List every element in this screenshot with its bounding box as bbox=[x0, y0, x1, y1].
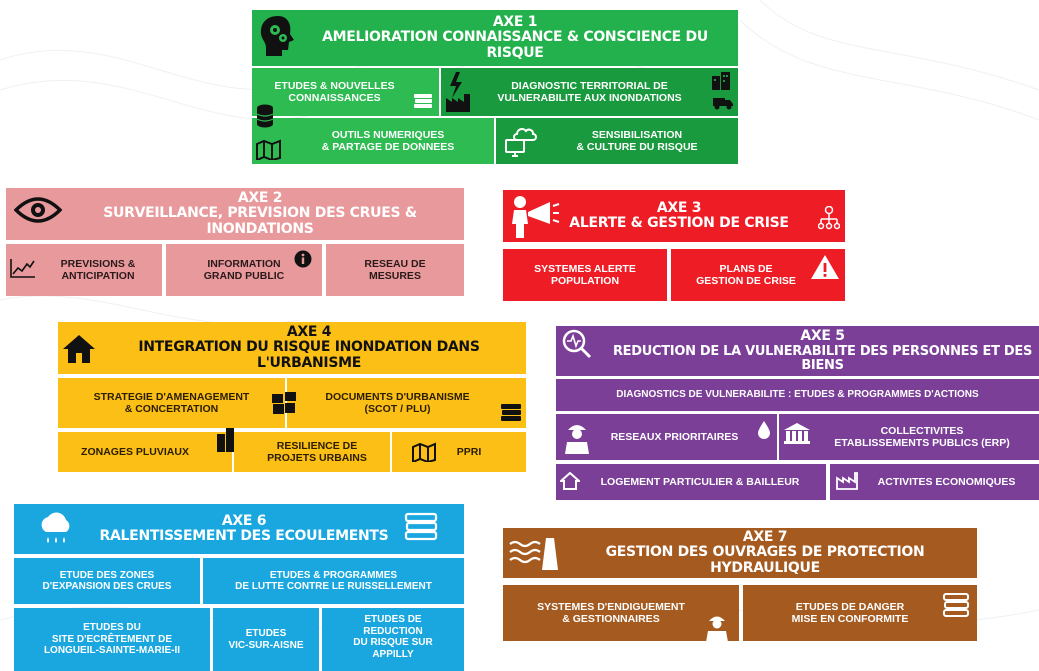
stack-books-icon bbox=[943, 593, 969, 617]
axe1-item-etudes: ETUDES & NOUVELLES CONNAISSANCES bbox=[252, 68, 439, 116]
water-drop-icon bbox=[758, 421, 770, 439]
axe3-header: AXE 3 ALERTE & GESTION DE CRISE bbox=[503, 190, 845, 242]
computer-cloud-icon bbox=[505, 128, 537, 157]
axe1-header: AXE 1 AMELIORATION CONNAISSANCE & CONSCI… bbox=[252, 10, 738, 66]
axe6-title: AXE 6 bbox=[221, 512, 267, 529]
house-icon bbox=[63, 335, 95, 363]
axe7-title: AXE 7 bbox=[742, 529, 788, 546]
axe1-subtitle: AMELIORATION CONNAISSANCE & CONSCIENCE D… bbox=[322, 29, 708, 61]
axe2-title: AXE 2 bbox=[237, 190, 283, 207]
axe6-item-appilly: ETUDES DE REDUCTION DU RISQUE SUR APPILL… bbox=[322, 608, 464, 671]
factory-lightning-icon bbox=[446, 72, 470, 112]
axe7-item-endiguement: SYSTEMES D'ENDIGUEMENT & GESTIONNAIRES bbox=[503, 585, 739, 641]
axe4-item-ppri: PPRI bbox=[392, 432, 526, 472]
axe1-item-sensibilisation: SENSIBILISATION & CULTURE DU RISQUE bbox=[496, 118, 738, 164]
axe5-item-diagnostics: DIAGNOSTICS DE VULNERABILITE : ETUDES & … bbox=[556, 379, 1039, 411]
megaphone-person-icon bbox=[512, 196, 560, 238]
worker-icon bbox=[565, 425, 589, 454]
axe4-item-documents: DOCUMENTS D'URBANISME (SCOT / PLU) bbox=[287, 378, 526, 428]
axe5-subtitle: REDUCTION DE LA VULNERABILITE DES PERSON… bbox=[612, 343, 1033, 373]
axe1-item-diagnostic: DIAGNOSTIC TERRITORIAL DE VULNERABILITE … bbox=[441, 68, 738, 116]
axe1-item-outils: OUTILS NUMERIQUES & PARTAGE DE DONNEES bbox=[252, 118, 494, 164]
axe2-item-reseau: RESEAU DE MESURES bbox=[326, 244, 464, 296]
axe5-item-reseaux: RESEAUX PRIORITAIRES bbox=[556, 414, 777, 460]
axe2-header: AXE 2 SURVEILLANCE, PREVISION DES CRUES … bbox=[6, 188, 464, 240]
axe4-item-strategie: STRATEGIE D'AMENAGEMENT & CONCERTATION bbox=[58, 378, 285, 428]
stack-books-icon bbox=[404, 512, 438, 541]
stack-books-icon bbox=[501, 404, 521, 421]
head-gears-icon bbox=[260, 16, 294, 56]
eye-icon bbox=[14, 197, 62, 223]
worker-icon bbox=[706, 616, 728, 642]
map-pin-icon bbox=[412, 442, 436, 462]
warning-icon bbox=[811, 255, 839, 279]
axe6-header: AXE 6 RALENTISSEMENT DES ECOULEMENTS bbox=[14, 504, 464, 554]
axe4-item-resilience: RESILIENCE DE PROJETS URBAINS bbox=[234, 432, 390, 472]
axe4-header: AXE 4 INTEGRATION DU RISQUE INONDATION D… bbox=[58, 322, 526, 374]
axe6-item-programmes-ruissellement: ETUDES & PROGRAMMES DE LUTTE CONTRE LE R… bbox=[203, 558, 464, 604]
map-pin-icon bbox=[256, 139, 281, 160]
axe5-header: AXE 5 REDUCTION DE LA VULNERABILITE DES … bbox=[556, 326, 1039, 376]
axe1-title: AXE 1 bbox=[492, 14, 538, 31]
axe2-item-previsions: PREVISIONS & ANTICIPATION bbox=[6, 244, 162, 296]
axe3-subtitle: ALERTE & GESTION DE CRISE bbox=[569, 215, 789, 231]
axe2-subtitle: SURVEILLANCE, PREVISION DES CRUES & INON… bbox=[103, 205, 417, 237]
axe6-subtitle: RALENTISSEMENT DES ECOULEMENTS bbox=[99, 528, 389, 544]
axe5-item-activites: ACTIVITES ECONOMIQUES bbox=[830, 464, 1039, 500]
axe6-item-vic-sur-aisne: ETUDES VIC-SUR-AISNE bbox=[213, 608, 319, 671]
org-chart-icon bbox=[818, 206, 840, 230]
axe5-item-collectivites: COLLECTIVITES ETABLISSEMENTS PUBLICS (ER… bbox=[779, 414, 1039, 460]
axe7-header: AXE 7 GESTION DES OUVRAGES DE PROTECTION… bbox=[503, 528, 977, 578]
house-icon bbox=[560, 472, 580, 490]
axe5-title: AXE 5 bbox=[800, 328, 845, 345]
axe7-item-etudes-danger: ETUDES DE DANGER MISE EN CONFORMITE bbox=[743, 585, 977, 641]
public-building-icon bbox=[784, 423, 810, 444]
axe5-item-logement: LOGEMENT PARTICULIER & BAILLEUR bbox=[556, 464, 826, 500]
axe4-item-zonages: ZONAGES PLUVIAUX bbox=[58, 432, 232, 472]
database-icon bbox=[256, 104, 274, 128]
axe4-title: AXE 4 bbox=[286, 324, 332, 341]
axe6-item-site-ecretement: ETUDES DU SITE D'ECRÊTEMENT DE LONGUEIL-… bbox=[14, 608, 210, 671]
axe6-item-zones-expansion: ETUDE DES ZONES D'EXPANSION DES CRUES bbox=[14, 558, 200, 604]
buildings-icon bbox=[712, 72, 730, 90]
info-icon bbox=[294, 250, 312, 268]
dam-water-icon bbox=[509, 538, 558, 570]
axe3-item-systemes: SYSTEMES ALERTE POPULATION bbox=[503, 249, 667, 301]
trend-chart-icon bbox=[10, 259, 35, 278]
truck-icon bbox=[713, 98, 733, 110]
factory-icon bbox=[836, 472, 858, 490]
axe7-subtitle: GESTION DES OUVRAGES DE PROTECTION HYDRA… bbox=[605, 544, 925, 576]
axe2-item-information: INFORMATION GRAND PUBLIC bbox=[166, 244, 322, 296]
stack-books-icon bbox=[414, 94, 432, 108]
axe3-title: AXE 3 bbox=[656, 199, 702, 216]
puzzle-icon bbox=[272, 392, 296, 414]
rain-cloud-icon bbox=[41, 512, 70, 543]
magnifier-heartbeat-icon bbox=[562, 329, 592, 359]
axe4-subtitle: INTEGRATION DU RISQUE INONDATION DANS L'… bbox=[138, 339, 480, 371]
